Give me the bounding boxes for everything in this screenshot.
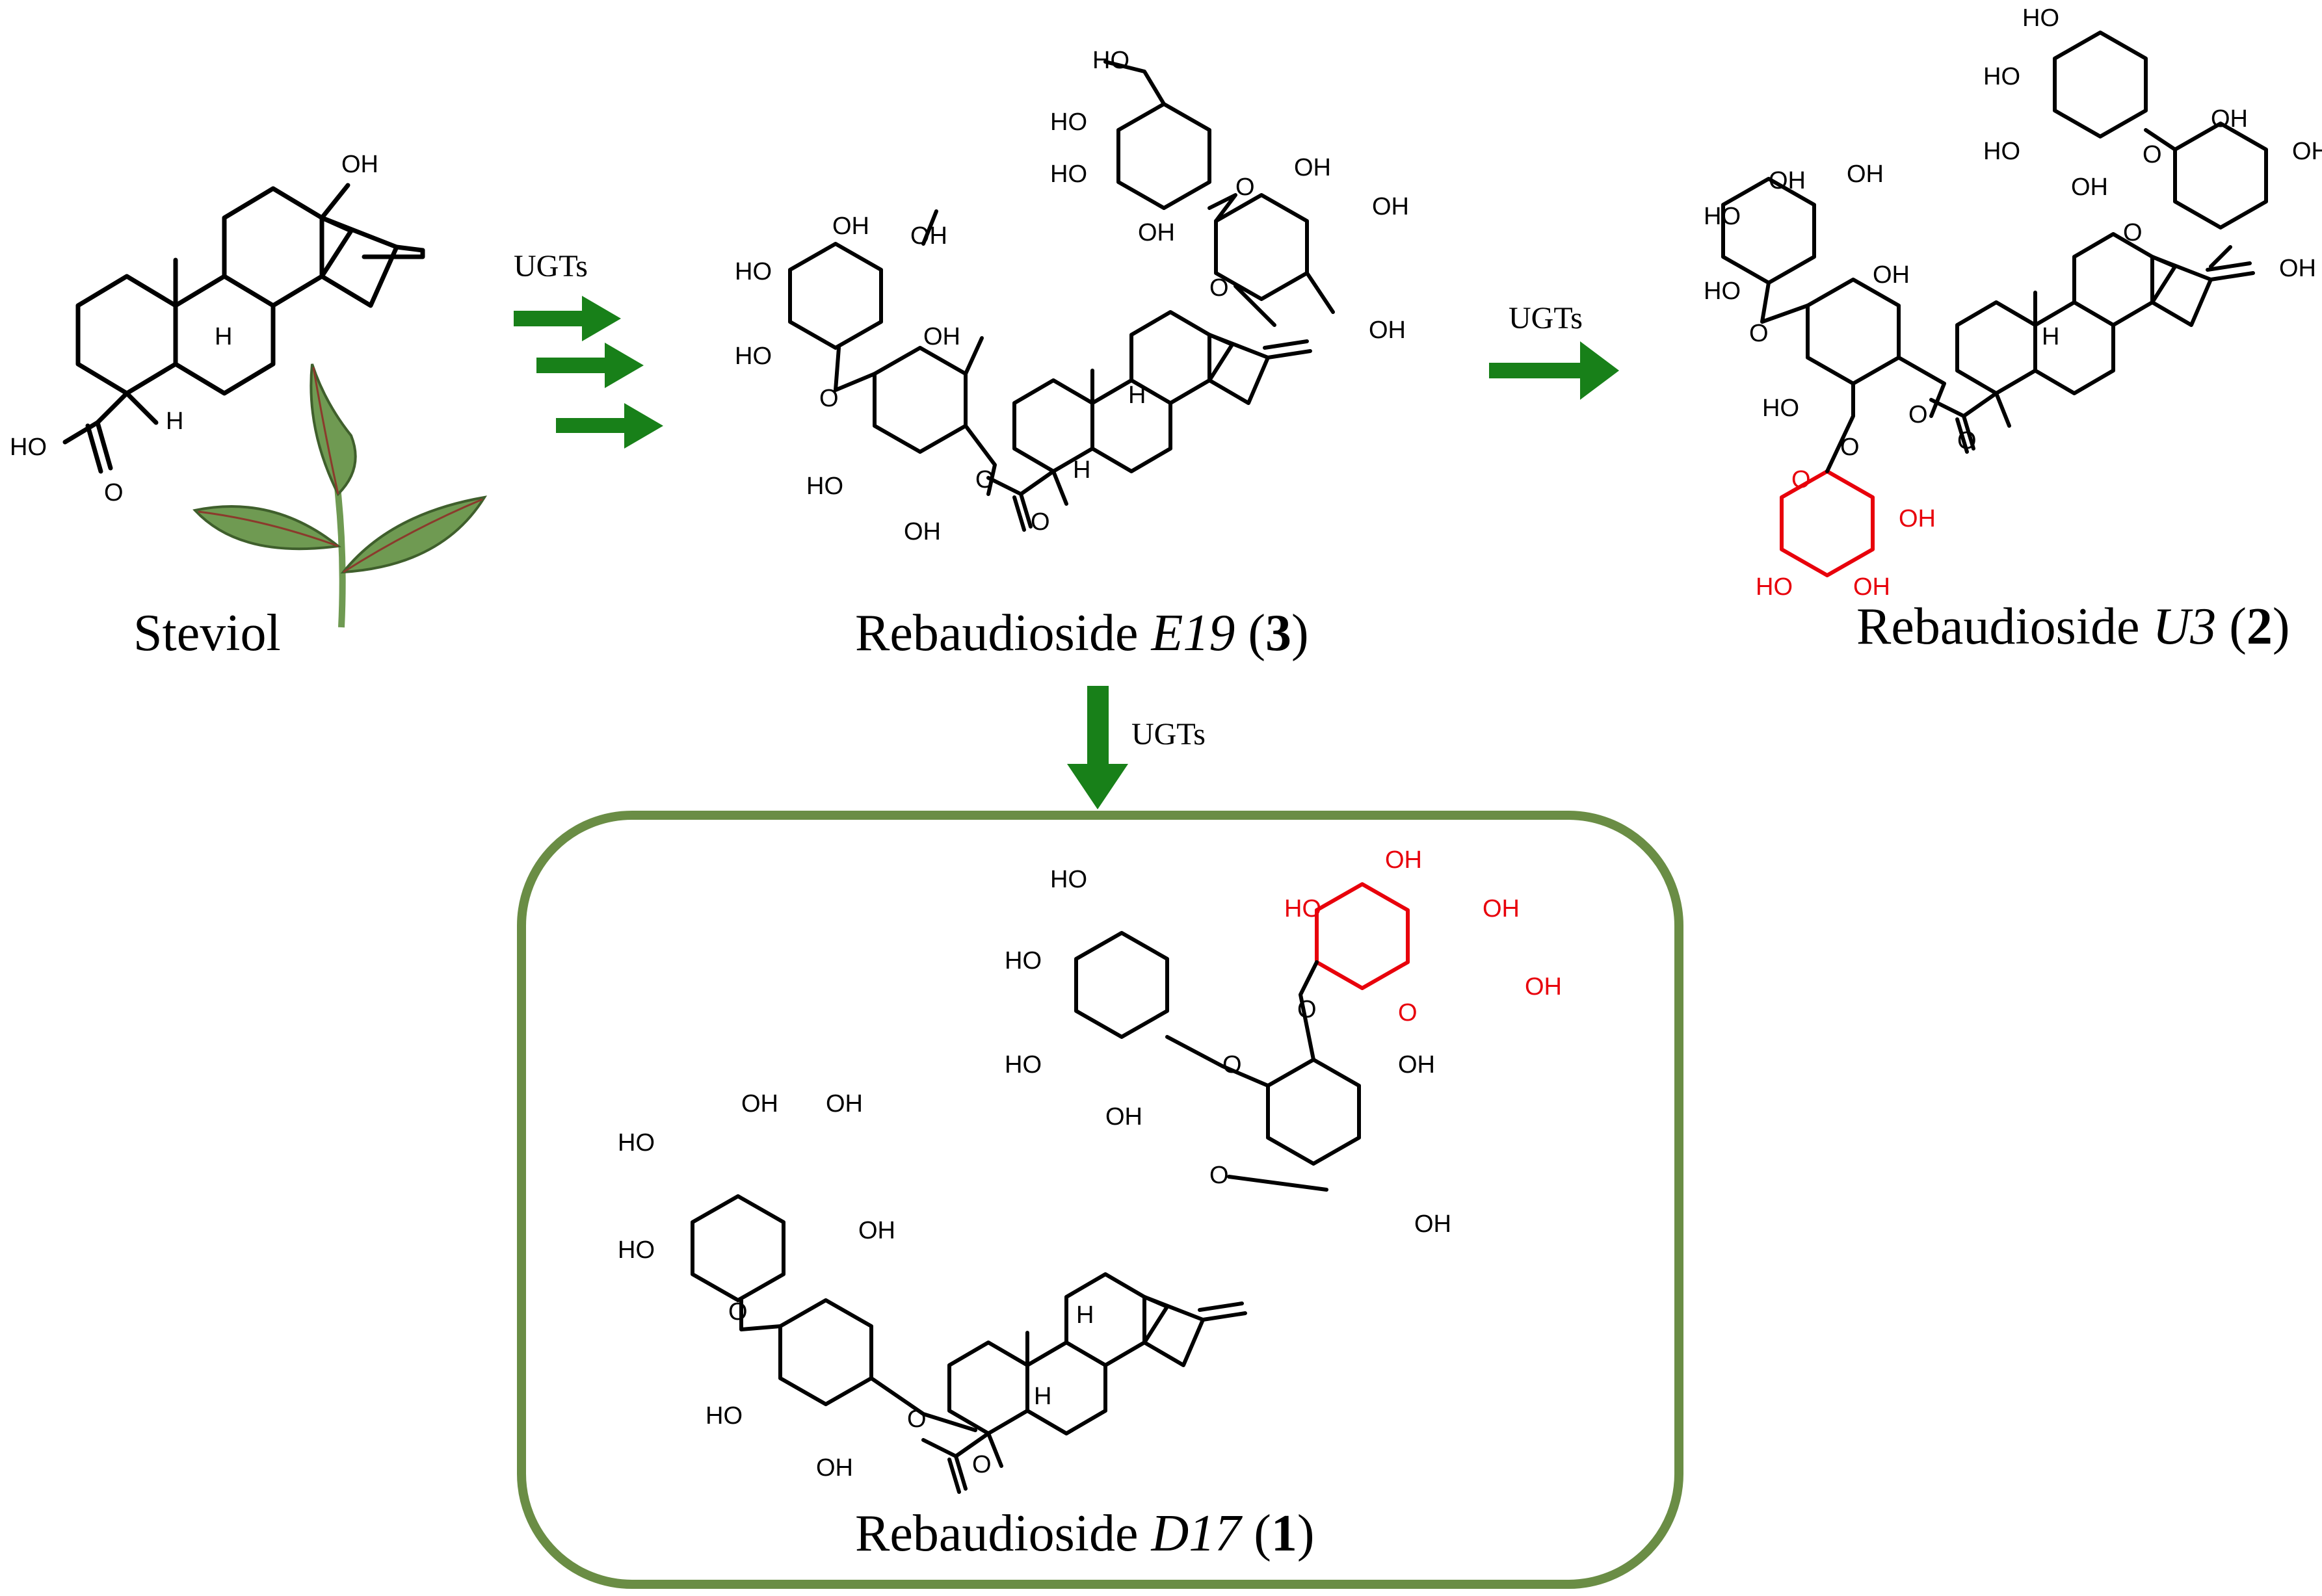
ugts-label-3: UGTs xyxy=(1131,717,1206,752)
d17-o-atom-6: O xyxy=(972,1451,992,1478)
d17-oh-atom-4: OH xyxy=(741,1090,778,1118)
u3-oh-atom-3: OH xyxy=(2292,138,2322,165)
steviol-h-atom: H xyxy=(215,323,232,350)
u3-oh-atom-5: OH xyxy=(1769,167,1806,194)
e19-oh-atom-4: OH xyxy=(1372,193,1409,220)
u3-o-atom-2: O xyxy=(2123,219,2143,246)
d17-o-atom-3: O xyxy=(1209,1162,1229,1189)
u3-oh-atom-2: OH xyxy=(2211,105,2248,133)
u3-label: Rebaudioside U3 (2) xyxy=(1856,598,2290,655)
d17-glc-oh-atom-3: OH xyxy=(1525,973,1562,1001)
d17-ho-atom-5: HO xyxy=(618,1236,655,1264)
e19-o-atom-5: O xyxy=(1031,508,1050,536)
rebaudioside-d17-structure: HO HO HO OH O O OH OH O OH OH HO HO OH O… xyxy=(618,846,1562,1492)
d17-h-atom-1: H xyxy=(1076,1302,1094,1329)
d17-oh-atom-6: OH xyxy=(858,1217,895,1244)
e19-o-atom-2: O xyxy=(1209,274,1229,302)
e19-oh-atom-3: OH xyxy=(1294,154,1331,181)
e19-ho-atom-2: HO xyxy=(1050,161,1087,188)
d17-oh-atom-5: OH xyxy=(826,1090,863,1118)
u3-h-atom-1: H xyxy=(2042,323,2059,350)
u3-xylose-ho-atom: HO xyxy=(1756,573,1793,601)
e19-o-atom-3: O xyxy=(819,385,839,412)
right-arrow-icon xyxy=(1489,341,1619,400)
ugts-label-1: UGTs xyxy=(514,249,588,283)
steviol-o-atom: O xyxy=(104,479,124,506)
d17-o-atom-2: O xyxy=(1297,996,1317,1023)
e19-h-atom-1: H xyxy=(1128,382,1146,409)
triple-arrow-icon xyxy=(514,296,663,449)
d17-ho-atom-3: HO xyxy=(1005,1051,1042,1079)
d17-glc-oh-atom-2: OH xyxy=(1483,895,1520,922)
u3-ho-atom-1: HO xyxy=(2022,5,2059,32)
d17-glc-oh-atom-1: OH xyxy=(1385,846,1422,874)
u3-o-atom-3: O xyxy=(1749,320,1769,347)
e19-h-atom-2: H xyxy=(1073,456,1090,484)
d17-ho-atom-2: HO xyxy=(1005,947,1042,975)
product-highlight-box xyxy=(517,811,1683,1589)
d17-o-atom-5: O xyxy=(907,1406,927,1433)
e19-oh-atom-7: OH xyxy=(910,222,947,250)
u3-xylose-oh-atom-2: OH xyxy=(1853,573,1890,601)
rebaudioside-u3-structure: HO HO HO OH O OH OH OH O OH OH HO HO OH … xyxy=(1704,5,2322,601)
e19-oh-atom-8: OH xyxy=(923,323,960,350)
steviol-h-atom-2: H xyxy=(166,408,183,435)
u3-o-atom-4: O xyxy=(1840,434,1860,461)
u3-oh-atom-1: OH xyxy=(2071,174,2108,201)
u3-ho-atom-2: HO xyxy=(1983,63,2020,90)
u3-oh-atom-7: OH xyxy=(1873,261,1910,289)
u3-ho-atom-4: HO xyxy=(1704,203,1741,230)
e19-ho-atom-4: HO xyxy=(735,343,772,370)
e19-oh-atom-6: OH xyxy=(832,213,869,240)
d17-glc-ho-atom: HO xyxy=(1284,895,1321,922)
steviol-ho-atom: HO xyxy=(10,434,47,461)
u3-xylose-o-atom: O xyxy=(1791,466,1811,493)
u3-o-atom-1: O xyxy=(2143,141,2162,168)
e19-oh-atom-1: HO xyxy=(1092,47,1129,74)
e19-oh-atom-5: OH xyxy=(1369,317,1406,344)
u3-o-atom-6: O xyxy=(1957,427,1977,454)
steviol-oh-atom: OH xyxy=(341,151,378,178)
d17-h-atom-2: H xyxy=(1034,1383,1051,1410)
down-arrow-icon xyxy=(1067,686,1128,809)
steviol-structure: OH H H HO O xyxy=(10,151,488,628)
u3-ho-atom-5: HO xyxy=(1704,278,1741,305)
rebaudioside-e19-structure: HO HO HO OH O OH OH OH O OH OH HO HO OH … xyxy=(735,47,1409,545)
d17-o-atom-4: O xyxy=(728,1298,748,1326)
d17-oh-atom-2: OH xyxy=(1398,1051,1435,1079)
e19-ho-atom-5: HO xyxy=(806,473,843,500)
u3-ho-atom-6: HO xyxy=(1762,395,1799,422)
d17-ho-atom-1: HO xyxy=(1050,866,1087,893)
d17-oh-atom-3: OH xyxy=(1414,1210,1451,1238)
u3-xylose-oh-atom-1: OH xyxy=(1899,505,1936,532)
e19-label: Rebaudioside E19 (3) xyxy=(855,605,1309,662)
d17-ho-atom-6: HO xyxy=(706,1402,743,1430)
d17-ho-atom-4: HO xyxy=(618,1129,655,1157)
d17-glc-o-atom: O xyxy=(1398,999,1418,1027)
e19-o-atom-1: O xyxy=(1235,174,1255,201)
e19-ho-atom-3: HO xyxy=(735,258,772,285)
d17-label: Rebaudioside D17 (1) xyxy=(855,1505,1315,1562)
d17-o-atom-1: O xyxy=(1222,1051,1242,1079)
stevia-leaf-icon xyxy=(192,363,488,628)
u3-oh-atom-6: OH xyxy=(1847,161,1884,188)
u3-ho-atom-3: HO xyxy=(1983,138,2020,165)
steviol-label: Steviol xyxy=(133,605,281,662)
e19-o-atom-4: O xyxy=(975,466,995,493)
d17-oh-atom-1: OH xyxy=(1105,1103,1142,1131)
e19-ho-atom-1: HO xyxy=(1050,109,1087,136)
u3-oh-atom-4: OH xyxy=(2279,255,2316,282)
d17-oh-atom-7: OH xyxy=(816,1454,853,1482)
e19-oh-atom-2: OH xyxy=(1138,219,1175,246)
u3-o-atom-5: O xyxy=(1908,401,1928,428)
ugts-label-2: UGTs xyxy=(1509,301,1583,335)
e19-oh-atom-9: OH xyxy=(904,518,941,545)
